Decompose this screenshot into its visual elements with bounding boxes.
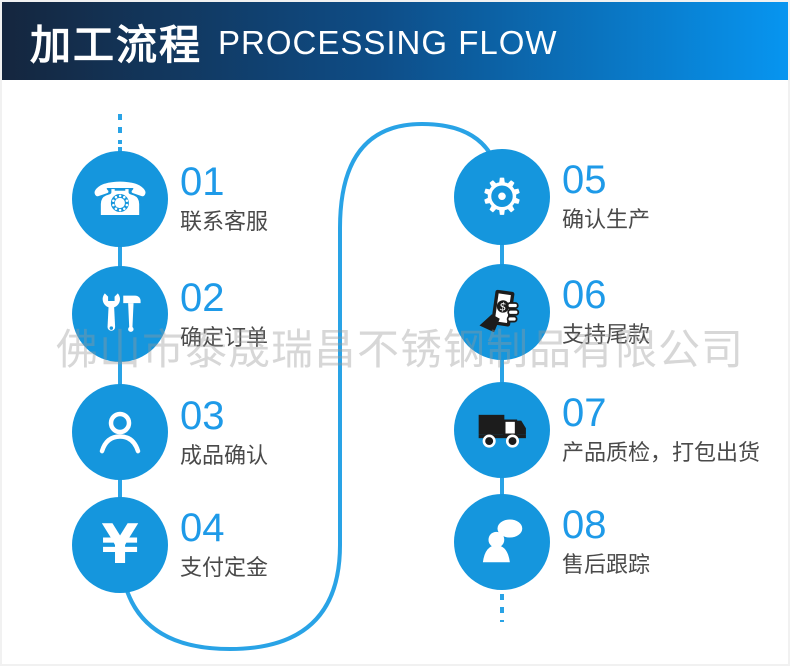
- step-number: 04: [180, 506, 225, 550]
- step-label: 确定订单: [180, 325, 269, 350]
- step-6-text: 06 支持尾款: [562, 275, 650, 348]
- step-number: 02: [180, 276, 225, 320]
- step-7-circle: [454, 382, 550, 478]
- header-banner: 加工流程 PROCESSING FLOW: [2, 2, 788, 80]
- yen-icon: ¥: [101, 513, 139, 576]
- step-label: 产品质检，打包出货: [562, 440, 761, 465]
- step-4-circle: ¥: [72, 497, 168, 593]
- step-2-text: 02 确定订单: [180, 278, 268, 351]
- step-label: 支付定金: [180, 555, 269, 580]
- step-label: 成品确认: [180, 443, 269, 468]
- tools-icon: [102, 293, 141, 332]
- page-title-english: PROCESSING FLOW: [218, 24, 558, 61]
- step-5-text: 05 确认生产: [562, 160, 650, 233]
- cash-payment-icon: $: [479, 289, 520, 333]
- aftersales-chat-icon: [482, 519, 523, 563]
- step-label: 联系客服: [180, 209, 269, 234]
- step-4-text: 04 支付定金: [180, 508, 268, 581]
- step-6-circle: $: [454, 264, 550, 360]
- main-flow-path: [118, 121, 504, 652]
- step-8-text: 08 售后跟踪: [562, 505, 650, 578]
- truck-icon: [478, 414, 526, 448]
- svg-text:$: $: [499, 300, 508, 314]
- step-5-circle: ⚙: [454, 149, 550, 245]
- step-3-circle: [72, 384, 168, 480]
- step-7-text: 07 产品质检，打包出货: [562, 393, 760, 466]
- step-label: 确认生产: [562, 207, 651, 232]
- gear-icon: ⚙: [479, 168, 525, 226]
- step-8-circle: [454, 494, 550, 590]
- step-number: 05: [562, 158, 607, 202]
- step-1-text: 01 联系客服: [180, 162, 268, 235]
- person-icon: [99, 411, 141, 454]
- step-number: 01: [180, 160, 225, 204]
- step-label: 支持尾款: [562, 322, 651, 347]
- step-1-circle: ☎: [72, 151, 168, 247]
- page-title-chinese: 加工流程: [30, 22, 202, 68]
- step-2-circle: [72, 266, 168, 362]
- phone-icon: ☎: [91, 172, 149, 226]
- step-number: 06: [562, 273, 607, 317]
- step-number: 03: [180, 394, 225, 438]
- step-number: 07: [562, 391, 607, 435]
- step-3-text: 03 成品确认: [180, 396, 268, 469]
- step-number: 08: [562, 503, 607, 547]
- step-label: 售后跟踪: [562, 552, 651, 577]
